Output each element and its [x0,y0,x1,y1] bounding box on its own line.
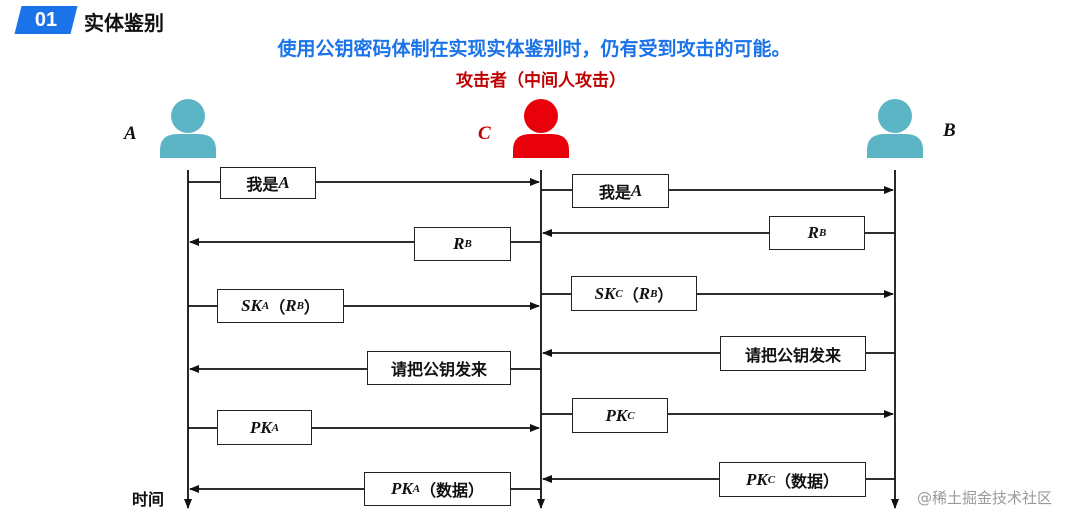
message-text: 请把公钥发来 [390,360,487,379]
node-b-label: B [943,120,956,141]
message-symbol: R [807,223,819,242]
message-symbol: PK [390,479,413,498]
attacker-label: 攻击者（中间人攻击） [456,71,626,91]
message-symbol: R [453,234,465,253]
watermark: @稀土掘金技术社区 [916,489,1052,507]
node-c-label: C [478,123,491,144]
message-text: 我是 [246,175,279,194]
node-a-label: A [124,123,137,144]
message-symbol: A [278,173,290,192]
message-box-left-4: 请把公钥发来 [367,351,511,385]
message-symbol: SK [594,283,616,303]
message-subscript: B [464,238,472,250]
message-subscript: C [767,473,776,486]
message-subscript: A [271,421,280,434]
message-text: 我是 [598,183,631,202]
message-symbol: PK [605,405,628,425]
message-box-right-4: 请把公钥发来 [720,336,866,371]
section-title: 实体鉴别 [84,11,164,35]
message-suffix: （数据） [775,471,840,491]
message-subscript: C [615,287,623,300]
message-suffix: （数据） [420,481,485,500]
message-subscript: C [627,409,635,422]
diagram-subtitle: 使用公钥密码体制在实现实体鉴别时，仍有受到攻击的可能。 [277,38,791,60]
person-a-icon [160,99,216,158]
message-symbol: A [630,181,643,200]
message-symbol: PK [745,469,768,489]
message-symbol: PK [249,417,272,437]
message-text: 请把公钥发来 [744,345,841,365]
message-paren-subscript: B [296,300,304,312]
message-symbol: SK [241,296,262,315]
person-c-icon [513,99,569,158]
message-paren-symbol: R [638,283,651,303]
person-b-icon [867,99,923,158]
message-subscript: B [819,227,827,239]
message-paren-subscript: B [650,287,658,300]
message-subscript: A [261,300,270,312]
time-axis-label: 时间 [132,490,165,509]
message-paren-symbol: R [285,296,297,315]
message-subscript: A [412,483,421,495]
